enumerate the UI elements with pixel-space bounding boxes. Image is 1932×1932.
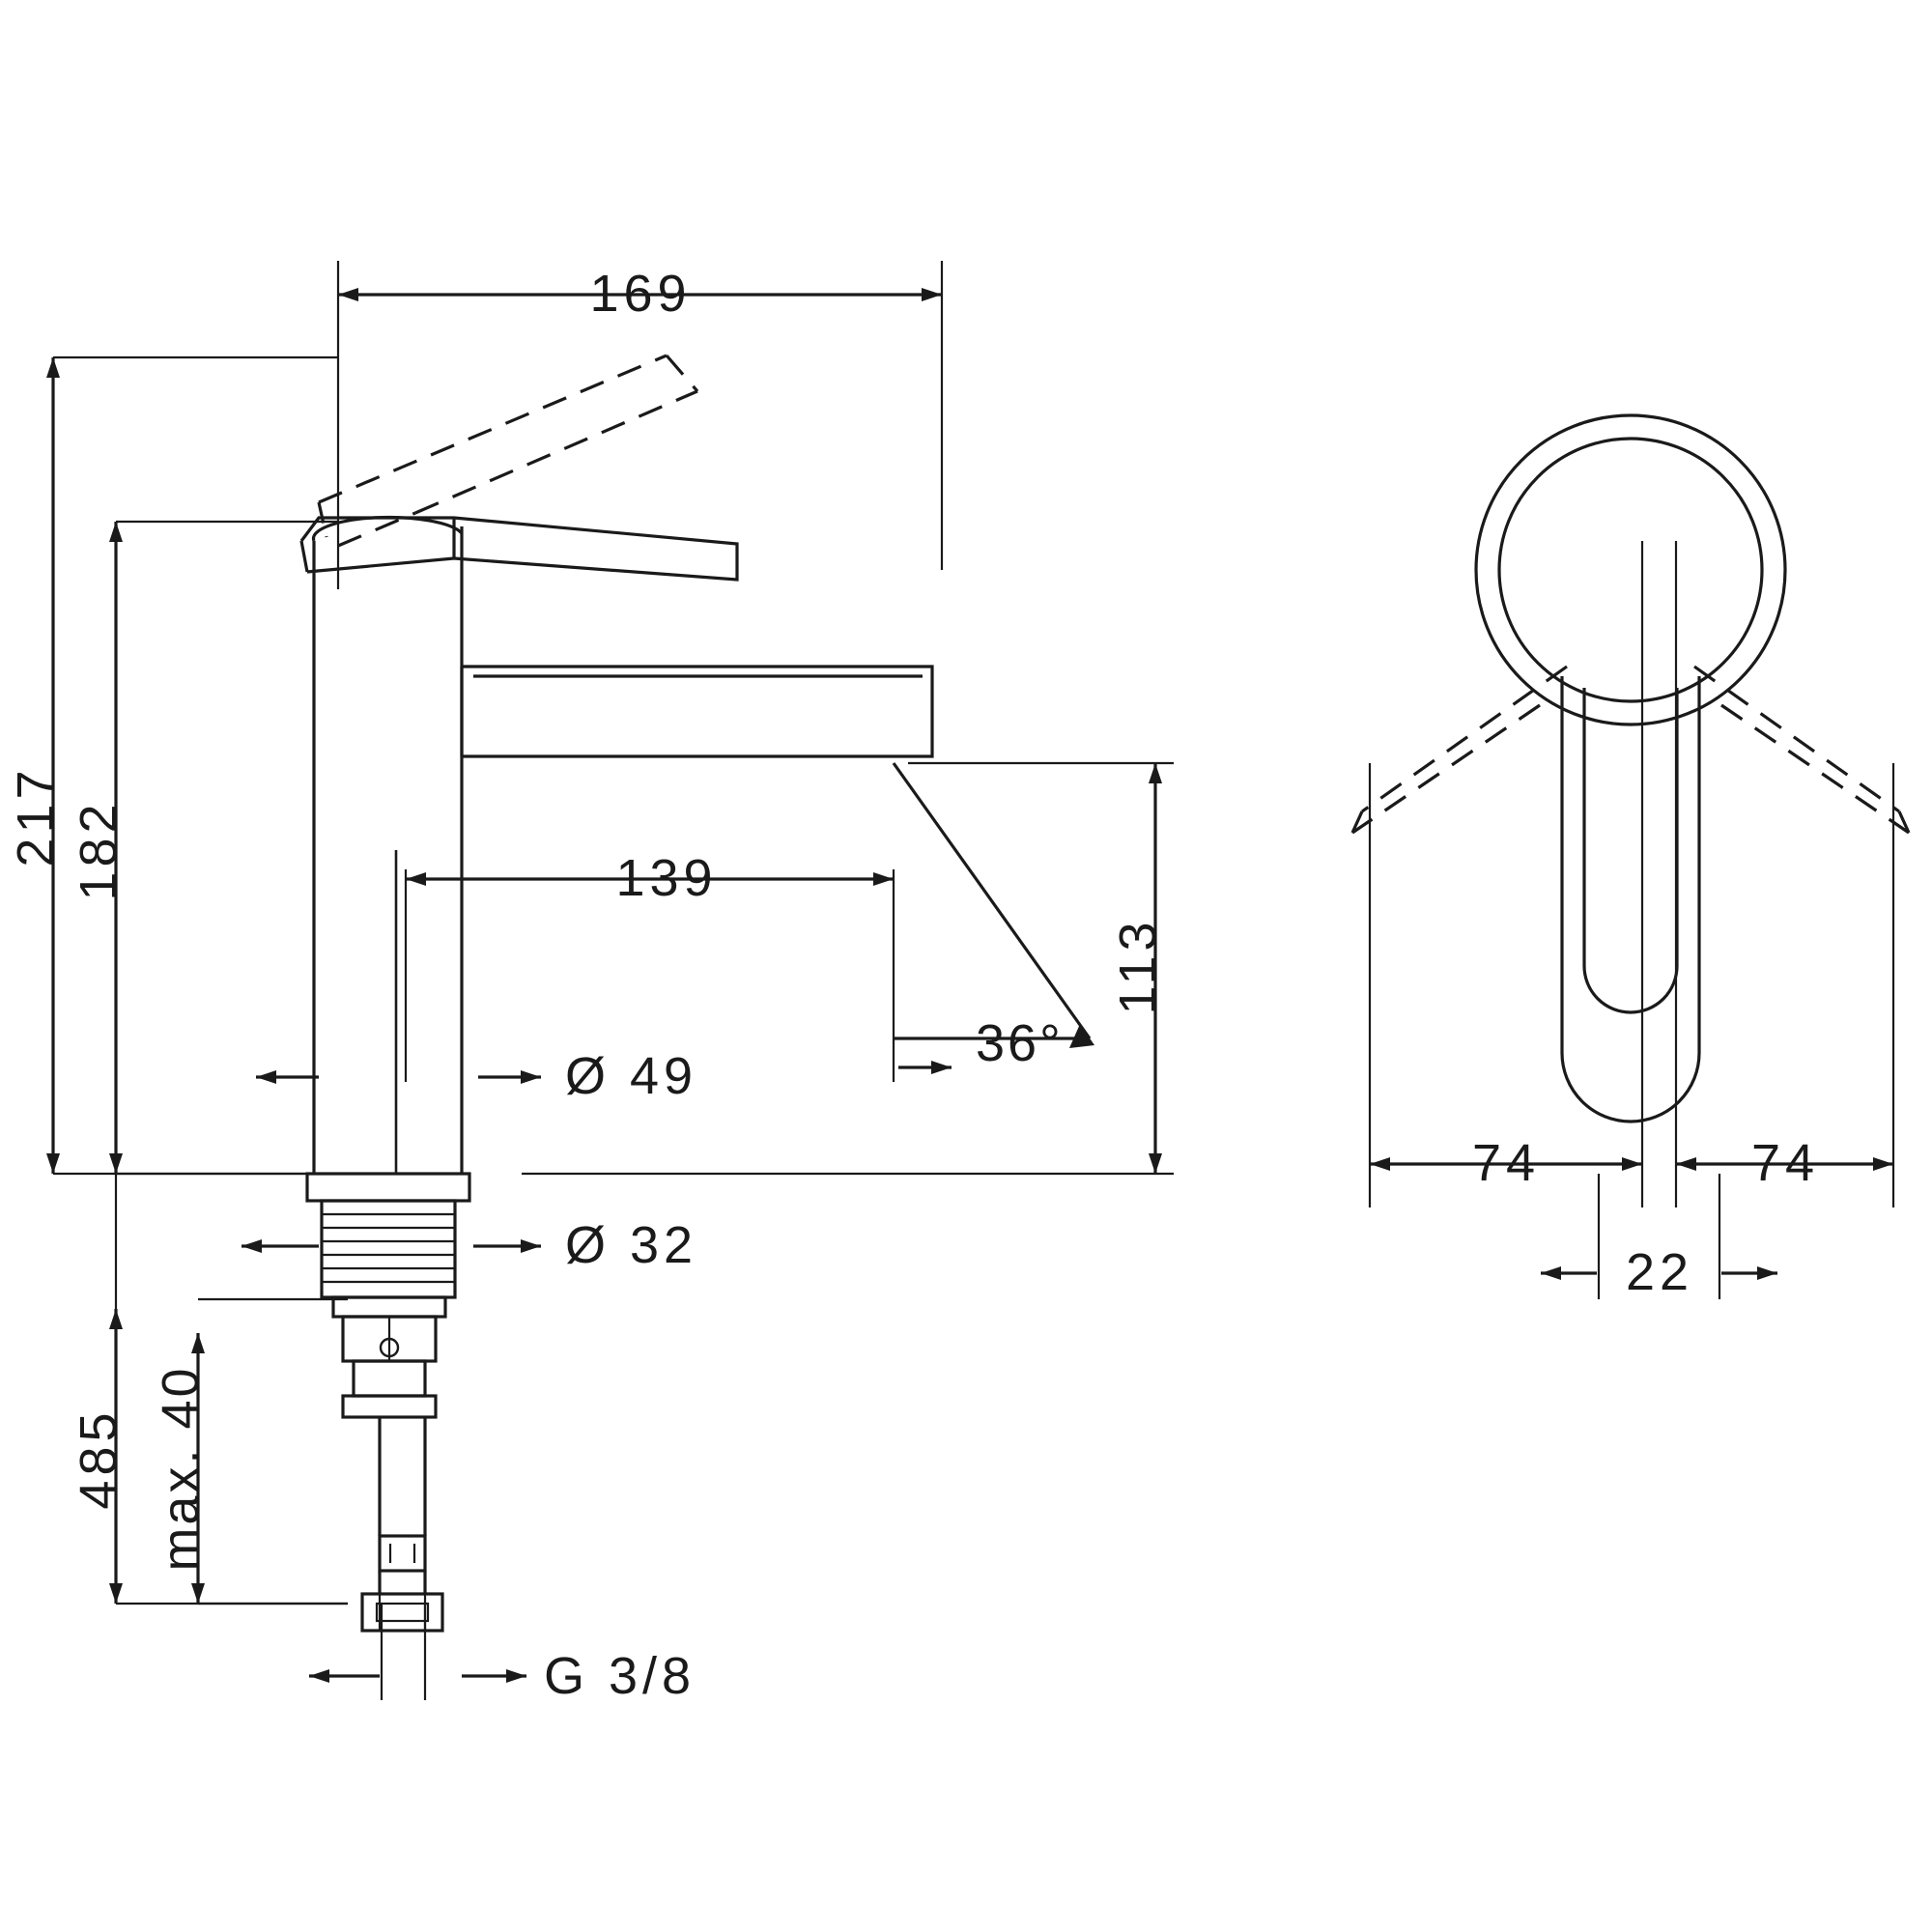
supply-tube [360, 1417, 444, 1633]
view-side-elevation [46, 261, 1174, 1700]
faucet-body [311, 515, 464, 1174]
label-thread-diameter: Ø 32 [565, 1216, 697, 1274]
label-spout-reach: 139 [615, 849, 717, 907]
dim-lever-angle [892, 762, 1094, 1074]
fixing-nut-assembly [331, 1295, 447, 1419]
lever-rest [299, 516, 739, 582]
extension-lines [53, 261, 1174, 1700]
label-max-deck-thickness: max. 40 [152, 1365, 210, 1571]
lever-pivot-dashed [317, 501, 328, 538]
dimension-labels: 169 217 182 139 113 36° Ø 49 Ø 32 485 ma… [7, 265, 1819, 1705]
label-supply-connection: G 3/8 [544, 1647, 696, 1705]
label-lever-width: 22 [1626, 1243, 1693, 1301]
label-overall-height: 217 [7, 765, 65, 867]
label-total-length: 485 [70, 1407, 128, 1509]
label-body-diameter: Ø 49 [565, 1047, 697, 1105]
lever-swing-dashed [1350, 665, 1911, 835]
body-circle-outer [1474, 413, 1787, 726]
label-lever-angle: 36° [976, 1014, 1064, 1072]
lever-raised-dashed [318, 354, 699, 548]
threaded-shank [320, 1199, 457, 1299]
spout-top-outline [1560, 676, 1701, 1123]
label-overall-width: 169 [589, 265, 691, 323]
view-top [1350, 413, 1911, 1299]
body-circle-inner [1497, 437, 1764, 703]
label-lever-swing-left: 74 [1472, 1134, 1540, 1192]
label-spout-height: 182 [70, 799, 128, 900]
label-outlet-height: 113 [1109, 917, 1167, 1014]
label-lever-swing-right: 74 [1751, 1134, 1819, 1192]
spout [460, 665, 934, 758]
base-flange [305, 1172, 471, 1203]
